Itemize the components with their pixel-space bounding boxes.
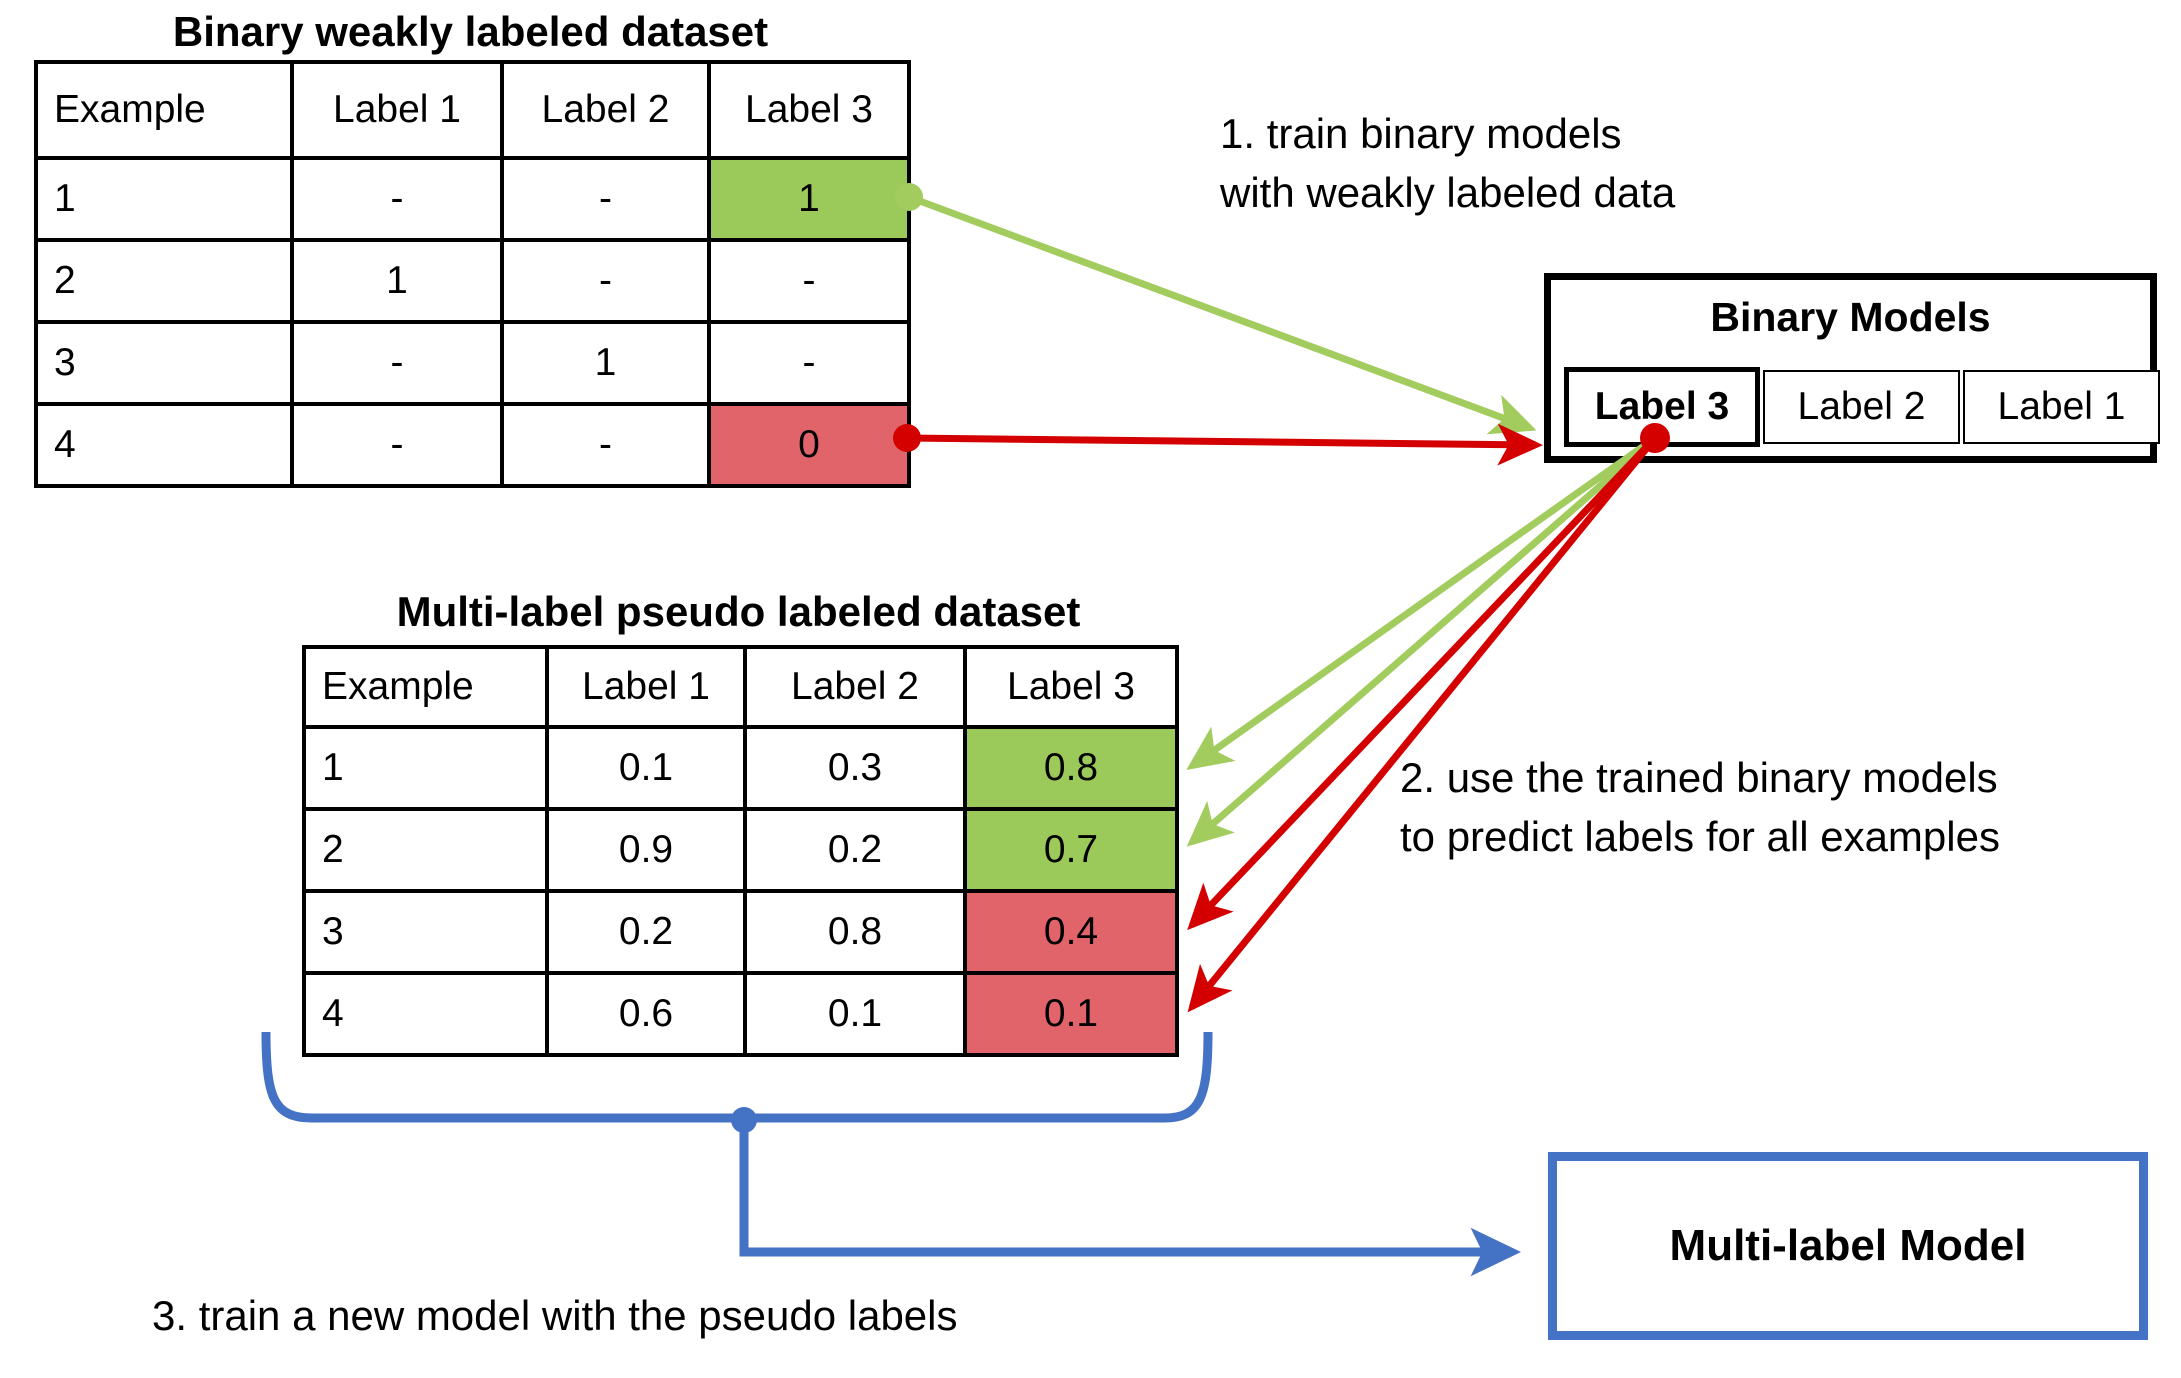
column-header: Example [302,645,549,729]
table-cell: 3 [302,889,549,975]
binary-model-label2: Label 2 [1763,370,1960,444]
pseudo-table: Example Label 1 Label 2 Label 3 1 0.1 0.… [302,645,1179,1057]
weak-table: Example Label 1 Label 2 Label 3 1 - - 1 … [34,60,911,488]
table-cell: 4 [302,971,549,1057]
table-cell: 0.1 [743,971,967,1057]
step1-line2: with weakly labeled data [1220,169,1676,216]
column-header: Label 1 [545,645,747,729]
arrow-pseudo-labels-to-multilabel-model [739,1120,1522,1277]
column-header: Label 3 [963,645,1179,729]
table-cell: - [500,238,711,324]
column-header: Label 3 [707,60,911,160]
table-row: 4 - - 0 [34,402,911,488]
table-cell-positive: 0.8 [963,725,1179,811]
arrow-negative-example-to-model [893,423,1543,466]
table-row: 3 - 1 - [34,320,911,406]
table-cell: - [707,238,911,324]
column-header: Label 1 [290,60,504,160]
table-cell-positive: 1 [707,156,911,242]
table-cell: 0.2 [743,807,967,893]
brace-midpoint-dot [731,1107,757,1133]
table-cell: 1 [500,320,711,406]
table-cell-negative: 0.1 [963,971,1179,1057]
table-cell: 1 [34,156,294,242]
binary-model-label3: Label 3 [1564,367,1760,447]
step3-annotation: 3. train a new model with the pseudo lab… [152,1292,958,1339]
table-header-row: Example Label 1 Label 2 Label 3 [34,60,911,160]
column-header: Example [34,60,294,160]
table-cell: - [500,402,711,488]
step2-line1: 2. use the trained binary models [1400,754,1998,801]
table-row: 3 0.2 0.8 0.4 [302,889,1179,975]
binary-models-box: Binary Models Label 3 Label 2 Label 1 [1544,273,2160,463]
binary-model-label1: Label 1 [1963,370,2160,444]
table-cell: 1 [290,238,504,324]
table-cell: 0.3 [743,725,967,811]
table-cell: - [290,320,504,406]
table-cell: 0.6 [545,971,747,1057]
table-cell-positive: 0.7 [963,807,1179,893]
table-cell: 2 [34,238,294,324]
multilabel-model-label: Multi-label Model [1669,1221,2027,1270]
table-cell: 2 [302,807,549,893]
step2-annotation: 2. use the trained binary models to pred… [1400,748,2000,866]
table-row: 2 1 - - [34,238,911,324]
weak-table-title: Binary weakly labeled dataset [172,8,769,55]
column-header: Label 2 [500,60,711,160]
step1-line1: 1. train binary models [1220,110,1622,157]
table-cell: - [500,156,711,242]
table-cell-negative: 0.4 [963,889,1179,975]
table-row: 4 0.6 0.1 0.1 [302,971,1179,1057]
table-cell: 1 [302,725,549,811]
table-cell: 0.1 [545,725,747,811]
table-cell-negative: 0 [707,402,911,488]
step2-line2: to predict labels for all examples [1400,813,2000,860]
table-row: 2 0.9 0.2 0.7 [302,807,1179,893]
table-cell: 0.2 [545,889,747,975]
multilabel-model-box: Multi-label Model [1548,1152,2148,1340]
table-cell: - [290,402,504,488]
model-prediction-arrows [1186,423,1670,1013]
table-cell: - [290,156,504,242]
binary-models-title: Binary Models [1710,294,1991,340]
table-cell: - [707,320,911,406]
column-header: Label 2 [743,645,967,729]
table-row: 1 - - 1 [34,156,911,242]
pseudo-table-title: Multi-label pseudo labeled dataset [396,588,1081,635]
table-cell: 0.8 [743,889,967,975]
binary-models-row: Label 3 Label 2 Label 1 [1564,367,2160,447]
step1-annotation: 1. train binary models with weakly label… [1220,104,1675,222]
table-cell: 3 [34,320,294,406]
table-cell: 4 [34,402,294,488]
table-row: 1 0.1 0.3 0.8 [302,725,1179,811]
table-header-row: Example Label 1 Label 2 Label 3 [302,645,1179,729]
table-cell: 0.9 [545,807,747,893]
